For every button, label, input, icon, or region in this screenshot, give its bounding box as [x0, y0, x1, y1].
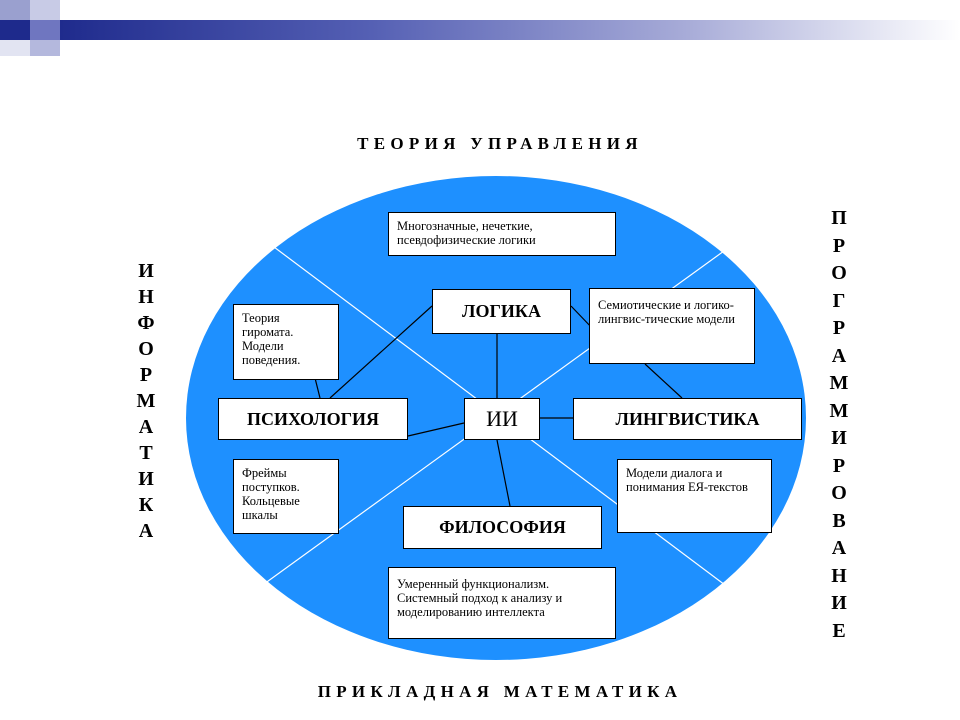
deco-square-6 — [30, 40, 60, 56]
right-letter: Р — [832, 234, 846, 257]
left-letter: И — [138, 260, 154, 282]
left-vertical-label: И Н Ф О Р М А Т И К А — [132, 258, 160, 544]
right-letter: П — [831, 207, 847, 229]
right-letter: Р — [832, 454, 846, 477]
note-frames: Фреймы поступков. Кольцевые шкалы — [233, 459, 339, 534]
deco-square-3 — [0, 20, 30, 40]
connector-logic-psychology — [329, 305, 433, 399]
right-letter: Г — [832, 289, 846, 312]
top-label: ТЕОРИЯ УПРАВЛЕНИЯ — [357, 134, 643, 153]
slide-decoration — [0, 0, 960, 56]
right-letter: Е — [832, 619, 846, 642]
right-letter: О — [831, 482, 847, 504]
right-letter: Н — [831, 564, 847, 587]
right-letter: М — [829, 399, 849, 422]
left-letter: К — [138, 494, 154, 516]
right-letter: И — [831, 592, 847, 614]
connector-gyromat-psychology — [314, 377, 321, 399]
note-dialog: Модели диалога и понимания ЕЯ-текстов — [617, 459, 772, 533]
right-letter: Р — [832, 317, 846, 339]
connector-ai-philosophy — [496, 439, 511, 507]
bottom-label: ПРИКЛАДНАЯ МАТЕМАТИКА — [317, 682, 683, 701]
node-linguistics: ЛИНГВИСТИКА — [573, 398, 802, 440]
right-vertical-label: П Р О Г Р А М М И Р О В А Н И Е — [824, 205, 854, 645]
left-letter: А — [138, 416, 154, 438]
right-letter: В — [832, 509, 846, 532]
left-letter: Н — [138, 286, 154, 308]
deco-square-1 — [0, 0, 30, 20]
note-functionalism: Умеренный функционализм. Системный подхо… — [388, 567, 616, 639]
right-letter: А — [831, 344, 847, 367]
left-letter: И — [138, 468, 154, 490]
node-ai-center: ИИ — [464, 398, 540, 440]
node-philosophy: ФИЛОСОФИЯ — [403, 506, 602, 549]
left-letter: О — [138, 338, 154, 360]
note-gyromat: Теория гиромата. Модели поведения. — [233, 304, 339, 380]
node-psychology: ПСИХОЛОГИЯ — [218, 398, 408, 440]
connector-semiotic-linguistics — [644, 363, 683, 399]
right-letter: И — [831, 427, 847, 449]
right-letter: О — [831, 262, 847, 284]
left-letter: Р — [139, 364, 153, 386]
deco-square-4 — [30, 20, 60, 40]
title-bar-gradient — [55, 20, 960, 40]
deco-square-2 — [30, 0, 60, 20]
right-letter: А — [831, 537, 847, 559]
left-letter: Ф — [137, 312, 155, 334]
connector-psychology-ai — [407, 422, 465, 437]
note-logics: Многозначные, нечеткие, псевдофизические… — [388, 212, 616, 256]
right-letter: М — [829, 372, 849, 394]
left-letter: А — [138, 520, 154, 542]
note-semiotic: Семиотические и логико-лингвис-тические … — [589, 288, 755, 364]
deco-square-5 — [0, 40, 30, 56]
left-letter: М — [136, 390, 156, 412]
node-logic: ЛОГИКА — [432, 289, 571, 334]
left-letter: Т — [139, 442, 153, 464]
